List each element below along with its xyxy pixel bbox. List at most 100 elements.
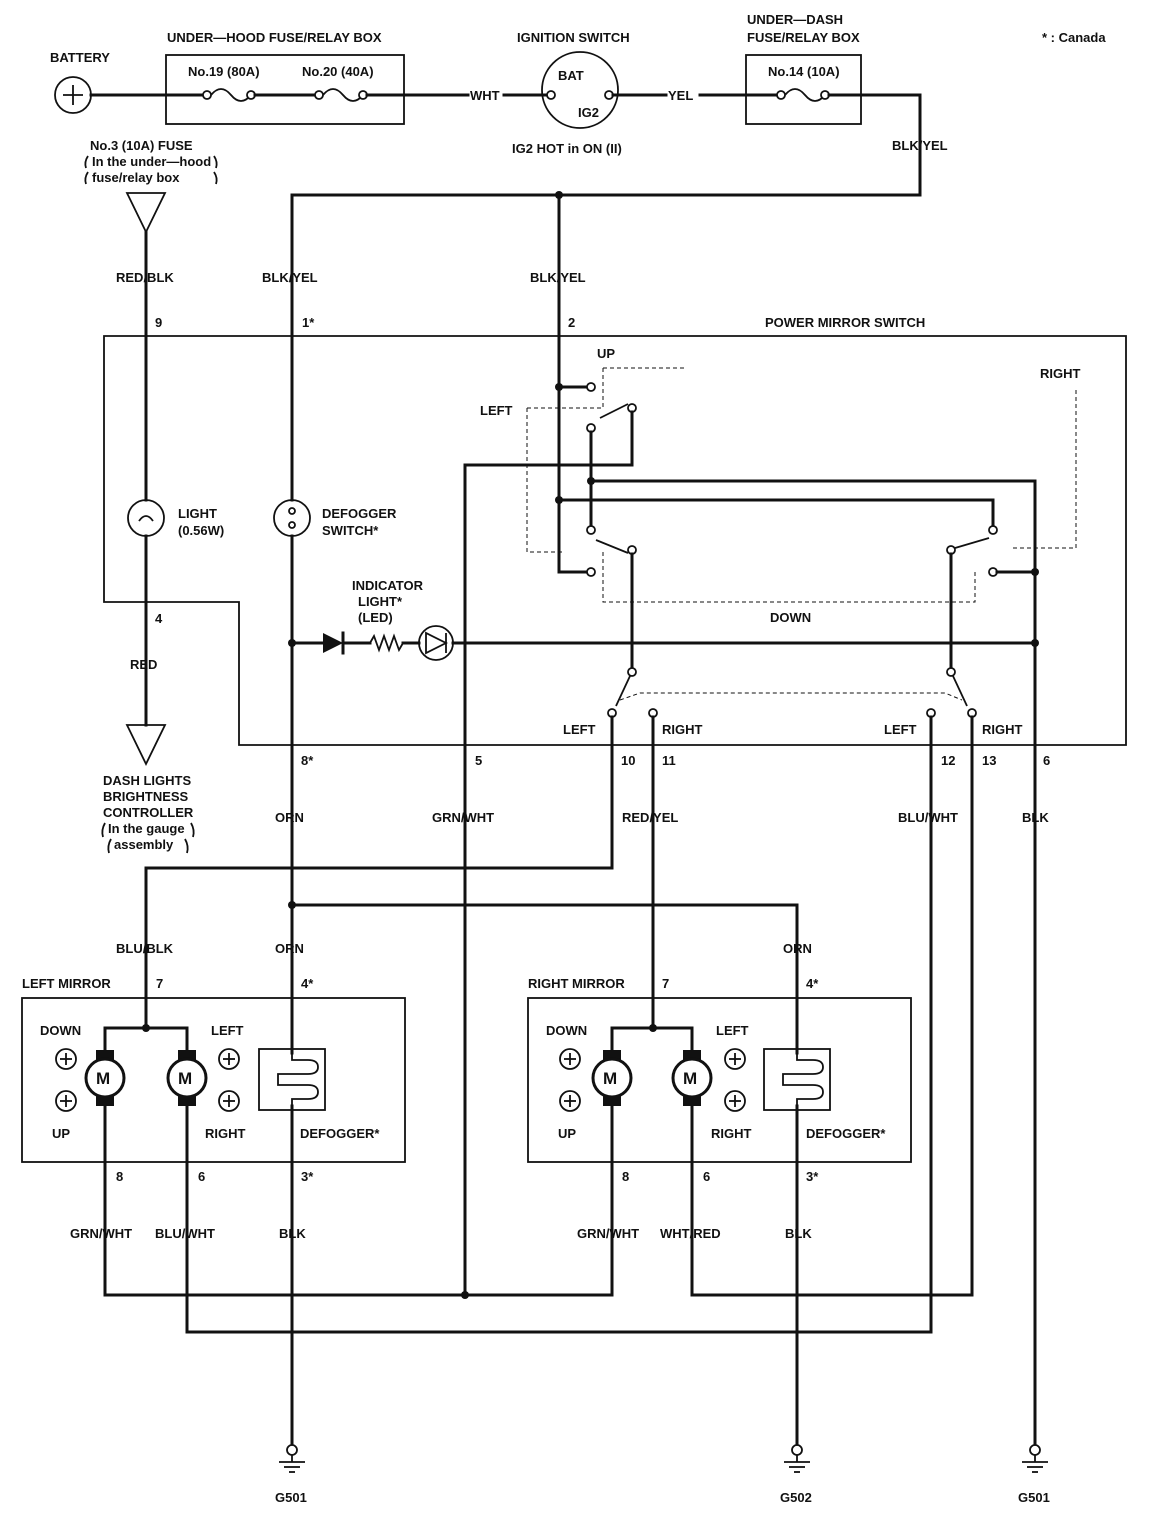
defogger-switch-label-2: SWITCH* [322, 523, 379, 538]
svg-text:M: M [683, 1069, 697, 1088]
right-mirror-left-label: LEFT [716, 1023, 749, 1038]
indicator-label-1: INDICATOR [352, 578, 424, 593]
switch-light: LIGHT (0.56W) [127, 499, 224, 538]
underdash-title-2: FUSE/RELAY BOX [747, 30, 860, 45]
ignition-hot-note: IG2 HOT in ON (II) [512, 141, 622, 156]
wire-label-bluwht-sw: BLU/WHT [898, 810, 958, 825]
left-mirror-pin-4: 4* [301, 976, 314, 991]
wire-label-yel: YEL [668, 88, 693, 103]
left-mirror-pin-8: 8 [116, 1169, 123, 1184]
right-mirror-right-label: RIGHT [711, 1126, 752, 1141]
wire-label-red: RED [130, 657, 157, 672]
right-mirror-whtred-label: WHT/RED [660, 1226, 721, 1241]
fuse-19-label: No.19 (80A) [188, 64, 260, 79]
wire-label-blkyel-top: BLK/YEL [892, 138, 948, 153]
switch-up-label: UP [597, 346, 615, 361]
wire-label-orn-1: ORN [275, 810, 304, 825]
svg-text:M: M [96, 1069, 110, 1088]
left-mirror-bluwht-label: BLU/WHT [155, 1226, 215, 1241]
svg-text:M: M [603, 1069, 617, 1088]
right-mirror-defogger-label: DEFOGGER* [806, 1126, 886, 1141]
switch-right-label: RIGHT [1040, 366, 1081, 381]
right-mirror-blk-label: BLK [785, 1226, 812, 1241]
wire-label-grnwht: GRN/WHT [432, 810, 494, 825]
underdash-title-1: UNDER—DASH [747, 12, 843, 27]
mirror-selector-switch[interactable]: UP LEFT RIGHT DOWN [463, 346, 1081, 1447]
ignition-bat-label: BAT [558, 68, 584, 83]
left-mirror-pin-3: 3* [301, 1169, 314, 1184]
indicator-resistor-icon [369, 633, 404, 653]
light-bulb-icon [127, 499, 165, 537]
right-mirror-up-label: UP [558, 1126, 576, 1141]
wire-label-redyel: RED/YEL [622, 810, 678, 825]
dash-line3: CONTROLLER [103, 805, 194, 820]
indicator-label-3: (LED) [358, 610, 393, 625]
fuse-3-triangle-icon [125, 192, 167, 235]
wire-label-redblk: RED/BLK [116, 270, 174, 285]
fuse-20-label: No.20 (40A) [302, 64, 374, 79]
left-mirror-pin-7: 7 [156, 976, 163, 991]
pin-12: 12 [941, 753, 955, 768]
ignition-ig2-label: IG2 [578, 105, 599, 120]
dash-line4: In the gauge [108, 821, 185, 836]
left-mirror-defogger-label: DEFOGGER* [300, 1126, 380, 1141]
left-mirror-pin-6: 6 [198, 1169, 205, 1184]
switch-down-label: DOWN [770, 610, 811, 625]
canada-note: * : Canada [1042, 30, 1106, 45]
indicator-diode-icon [323, 633, 343, 653]
left-mirror-blublk-label: BLU/BLK [116, 941, 174, 956]
left-mirror: LEFT MIRROR BLU/BLK ORN 7 4* M M DOWN UP… [21, 941, 406, 1447]
right-mirror-down-label: DOWN [546, 1023, 587, 1038]
pin-2: 2 [568, 315, 575, 330]
pin-11: 11 [662, 753, 676, 768]
left-mirror-down-label: DOWN [40, 1023, 81, 1038]
dash-line1: DASH LIGHTS [103, 773, 191, 788]
pin-6: 6 [1043, 753, 1050, 768]
sel-left-label-2: LEFT [884, 722, 917, 737]
defogger-switch-label-1: DEFOGGER [322, 506, 397, 521]
right-mirror-title: RIGHT MIRROR [528, 976, 625, 991]
light-label-1: LIGHT [178, 506, 217, 521]
fuse-3-source: No.3 (10A) FUSE In the under—hood fuse/r… [84, 138, 218, 235]
fuse-14-label: No.14 (10A) [768, 64, 840, 79]
right-mirror-orn-label: ORN [783, 941, 812, 956]
right-mirror-grnwht-label: GRN/WHT [577, 1226, 639, 1241]
sel-right-label-2: RIGHT [982, 722, 1023, 737]
ground-label-2: G502 [780, 1490, 812, 1505]
left-mirror-up-label: UP [52, 1126, 70, 1141]
wire-blkyel-main [290, 93, 922, 332]
left-mirror-left-label: LEFT [211, 1023, 244, 1038]
wire-label-wht: WHT [470, 88, 500, 103]
wire-label-blk-sw: BLK [1022, 810, 1049, 825]
indicator-label-2: LIGHT* [358, 594, 403, 609]
pin-9: 9 [155, 315, 162, 330]
fuse-20-icon [322, 88, 364, 102]
ground-g501-right: G501 [1018, 1444, 1050, 1505]
fuse-14-icon [784, 88, 826, 102]
battery: BATTERY [50, 50, 110, 114]
battery-label: BATTERY [50, 50, 110, 65]
left-mirror-orn-label: ORN [275, 941, 304, 956]
underhood-title: UNDER—HOOD FUSE/RELAY BOX [167, 30, 382, 45]
sel-right-label-1: RIGHT [662, 722, 703, 737]
pin-1: 1* [302, 315, 315, 330]
right-mirror-pin-7: 7 [662, 976, 669, 991]
light-label-2: (0.56W) [178, 523, 224, 538]
pin-8: 8* [301, 753, 314, 768]
dash-line5: assembly [114, 837, 174, 852]
pin-4: 4 [155, 611, 163, 626]
wire-label-blkyel-sw: BLK/YEL [530, 270, 586, 285]
pin-13: 13 [982, 753, 996, 768]
ground-label-1: G501 [275, 1490, 307, 1505]
ground-g501-left: G501 [275, 1444, 307, 1505]
wire-label-blkyel-def: BLK/YEL [262, 270, 318, 285]
switch-outline [103, 335, 1127, 746]
pin-5: 5 [475, 753, 482, 768]
defogger-switch[interactable]: DEFOGGER SWITCH* [273, 499, 397, 538]
dash-lights-controller: DASH LIGHTS BRIGHTNESS CONTROLLER In the… [101, 773, 195, 854]
left-mirror-blk-label: BLK [279, 1226, 306, 1241]
right-mirror-pin-3: 3* [806, 1169, 819, 1184]
defogger-switch-icon[interactable] [273, 499, 311, 537]
dash-line2: BRIGHTNESS [103, 789, 189, 804]
